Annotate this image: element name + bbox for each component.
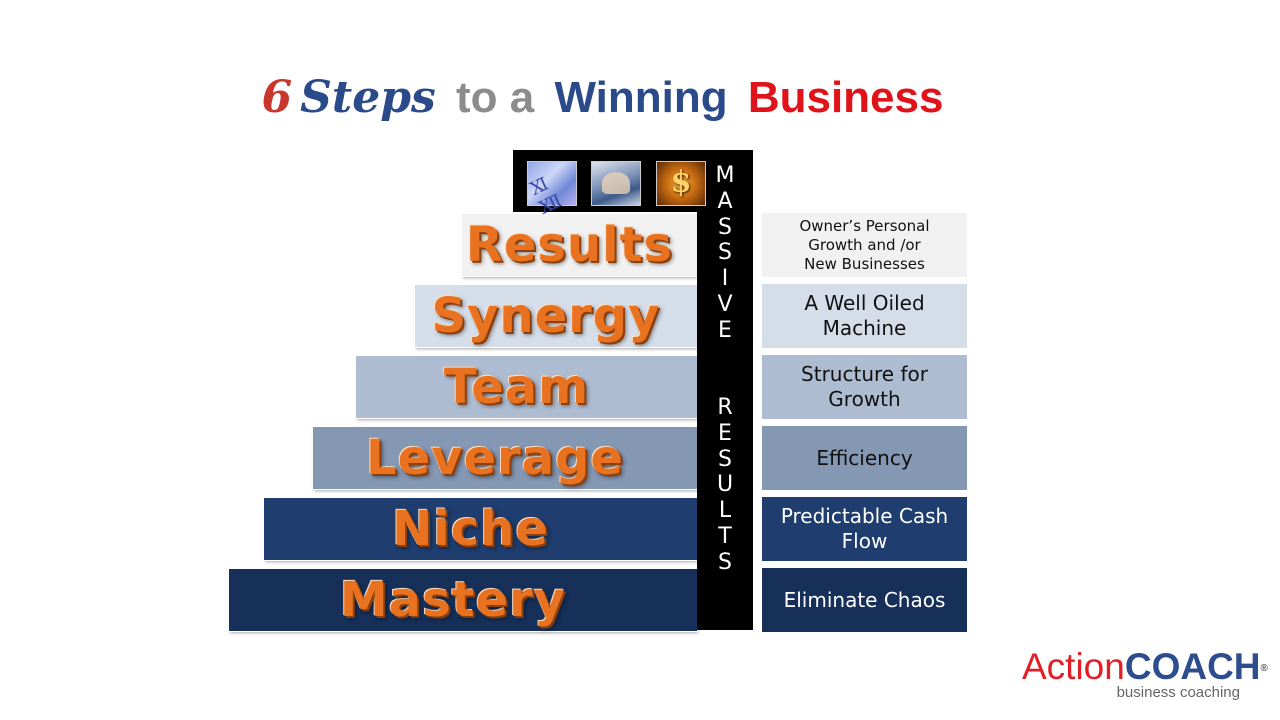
step-label: Synergy (431, 288, 661, 344)
desc-line: Predictable Cash (780, 504, 949, 528)
desc-line: New Businesses (804, 254, 925, 273)
logo-registered-mark: ® (1260, 663, 1268, 674)
desc-line: Machine (822, 316, 907, 340)
desc-line: Growth and /or (808, 235, 921, 254)
tower-word-results: R E S U L T S (716, 395, 734, 575)
step-results: Results (462, 214, 697, 276)
title-steps: Steps (300, 72, 436, 123)
desc-line: Flow (841, 529, 888, 553)
desc-team: Structure for Growth (762, 355, 967, 419)
desc-line: Structure for (801, 362, 928, 386)
logo-coach: COACH (1124, 646, 1261, 687)
desc-leverage: Efficiency (762, 426, 967, 490)
title-business: Business (747, 73, 944, 122)
team-photo-icon (591, 161, 641, 206)
desc-line: Eliminate Chaos (783, 587, 946, 612)
desc-line: A Well Oiled (804, 291, 925, 315)
title-winning: Winning (554, 73, 728, 122)
step-synergy: Synergy (415, 285, 697, 347)
tower-word-massive: M A S S I V E (715, 163, 735, 343)
step-label: Results (465, 217, 674, 273)
clock-photo-icon: Ⅺ Ⅻ (527, 161, 577, 219)
desc-synergy: A Well Oiled Machine (762, 284, 967, 348)
step-label: Leverage (366, 430, 624, 486)
logo-tagline: business coaching (1116, 684, 1240, 701)
desc-line: Efficiency (816, 445, 913, 470)
logo-wordmark: ActionCOACH® (1022, 646, 1268, 687)
desc-line: Growth (828, 387, 901, 411)
step-label: Niche (392, 501, 549, 557)
dollar-photo-icon: $ (656, 161, 706, 206)
desc-line: Owner’s Personal (799, 216, 930, 235)
desc-niche: Predictable Cash Flow (762, 497, 967, 561)
step-label: Team (443, 359, 590, 415)
desc-mastery: Eliminate Chaos (762, 568, 967, 632)
step-label: Mastery (339, 572, 567, 628)
title-connector: to a (456, 73, 535, 122)
title-number: 6 (261, 72, 293, 123)
logo-action: Action (1022, 646, 1125, 687)
step-team: Team (356, 356, 697, 418)
step-niche: Niche (264, 498, 697, 560)
massive-results-tower (697, 150, 753, 630)
actioncoach-logo: ActionCOACH® business coaching (1022, 646, 1268, 708)
step-leverage: Leverage (313, 427, 697, 489)
desc-results: Owner’s Personal Growth and /or New Busi… (762, 213, 967, 277)
step-mastery: Mastery (229, 569, 697, 631)
